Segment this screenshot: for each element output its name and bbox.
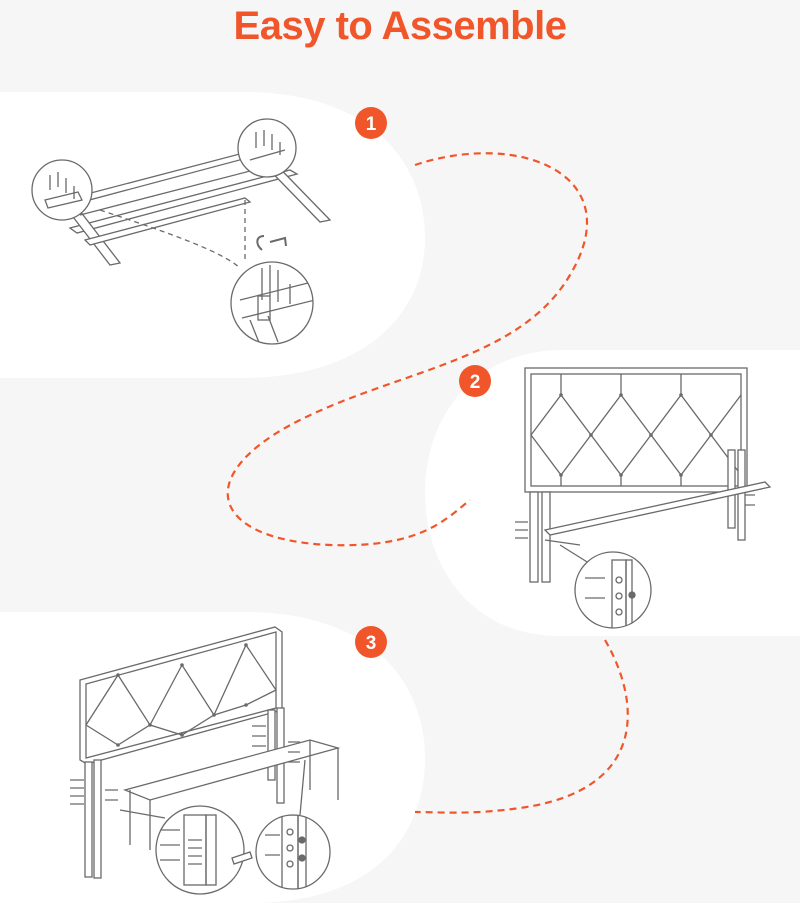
step-2-number: 2 <box>470 372 481 393</box>
step-2-illustration <box>515 367 772 629</box>
step-3-illustration <box>70 626 341 895</box>
connector-dashed-path-lower <box>414 639 629 814</box>
step-3-badge: 3 <box>355 626 387 658</box>
page-title: Easy to Assemble <box>233 4 567 48</box>
connector-dashed-path <box>226 152 589 547</box>
step-1-panel <box>0 92 425 378</box>
step-3-number: 3 <box>366 633 377 654</box>
step-1-badge: 1 <box>355 107 387 139</box>
step-1-illustration <box>31 118 332 345</box>
step-1-number: 1 <box>366 114 377 135</box>
step-2-badge: 2 <box>459 365 491 397</box>
